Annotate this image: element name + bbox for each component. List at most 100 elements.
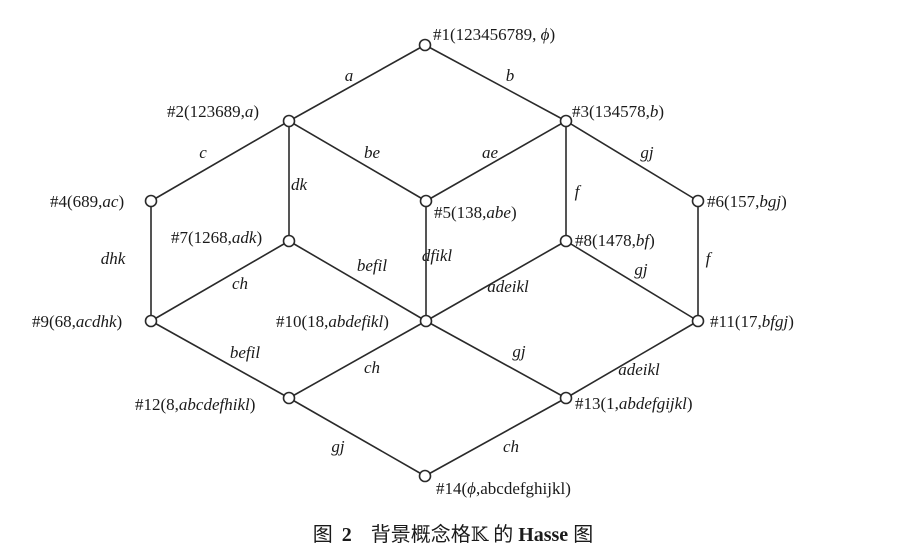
node-label-9-ital: acdhk	[76, 312, 117, 331]
node-label-1: #1(123456789, ϕ)	[433, 25, 555, 44]
node-label-3-lead: (134578,	[589, 102, 650, 121]
node-5	[419, 194, 433, 208]
node-11	[691, 314, 705, 328]
node-label-12: #12(8,abcdefhikl)	[135, 395, 255, 414]
node-label-5-tail: )	[511, 203, 517, 222]
node-label-3: #3(134578,b)	[572, 102, 664, 121]
node-8	[559, 234, 573, 248]
node-label-12-ital: abcdefhikl	[179, 395, 250, 414]
node-label-2-lead: (123689,	[184, 102, 245, 121]
edge-label-7-9: ch	[232, 274, 248, 293]
node-labels-layer: #1(123456789, ϕ) #2(123689,a) #3(134578,b)…	[32, 25, 794, 498]
node-10	[419, 314, 433, 328]
edge-10-13	[425, 320, 567, 399]
edge-label-2-4: c	[199, 143, 207, 162]
edge-label-8-11: gj	[634, 260, 648, 279]
node-label-5-ital: abe	[486, 203, 511, 222]
node-label-10-tail: )	[383, 312, 389, 331]
node-2	[282, 114, 296, 128]
node-label-2: #2(123689,a)	[167, 102, 259, 121]
node-label-8-ital: bf	[636, 231, 652, 250]
edge-label-12-14: gj	[331, 437, 345, 456]
node-label-9-num: #9	[32, 312, 49, 331]
node-label-2-tail: )	[253, 102, 259, 121]
caption-prefix: 图	[312, 524, 333, 546]
node-label-12-tail: )	[250, 395, 256, 414]
node-label-10-lead: (18,	[302, 312, 329, 331]
node-label-5-lead: (138,	[451, 203, 486, 222]
edge-label-11-13: adeikl	[618, 360, 660, 379]
node-label-12-lead: (8,	[161, 395, 179, 414]
node-label-7-ital: adk	[232, 228, 257, 247]
node-label-1-num: #1	[433, 25, 450, 44]
node-label-14-tail: ,abcdefghijkl)	[476, 479, 571, 498]
node-14	[418, 469, 432, 483]
edge-7-9	[150, 240, 290, 322]
edge-9-12	[150, 320, 290, 399]
caption-number: 2	[341, 524, 352, 546]
node-label-14-lead: (	[462, 479, 468, 498]
node-label-13-lead: (1,	[601, 394, 619, 413]
edge-1-2	[288, 44, 426, 122]
caption-name: Hasse	[518, 524, 569, 546]
edge-label-13-14: ch	[503, 437, 519, 456]
node-label-8: #8(1478,bf)	[575, 231, 655, 250]
edge-label-3-8: f	[575, 182, 582, 201]
node-label-3-tail: )	[658, 102, 664, 121]
node-4	[144, 194, 158, 208]
node-label-5: #5(138,abe)	[434, 203, 517, 222]
edge-12-14	[288, 397, 426, 477]
edge-label-9-12: befil	[230, 343, 260, 362]
node-label-1-tail: )	[549, 25, 555, 44]
node-label-11-num: #11	[710, 312, 735, 331]
edge-3-6	[565, 120, 699, 202]
node-label-13: #13(1,abdefgijkl)	[575, 394, 693, 413]
node-label-10: #10(18,abdefikl)	[276, 312, 389, 331]
node-label-2-ital: a	[245, 102, 254, 121]
node-label-7-lead: (1268,	[188, 228, 232, 247]
node-label-4: #4(689,ac)	[50, 192, 124, 211]
node-label-6: #6(157,bgj)	[707, 192, 787, 211]
edge-7-10	[288, 240, 427, 322]
edge-label-1-2: a	[345, 66, 354, 85]
caption-particle: 的	[493, 524, 514, 546]
node-label-13-tail: )	[687, 394, 693, 413]
node-label-7-num: #7	[171, 228, 189, 247]
edge-label-3-5: ae	[482, 143, 499, 162]
node-label-4-lead: (689,	[67, 192, 102, 211]
caption-text: 背景概念格	[370, 524, 471, 546]
node-label-3-num: #3	[572, 102, 589, 121]
node-label-11-ital: bfgj	[762, 312, 789, 331]
node-label-5-num: #5	[434, 203, 451, 222]
nodes-layer	[144, 38, 705, 483]
node-label-3-ital: b	[650, 102, 659, 121]
node-9	[144, 314, 158, 328]
node-label-11: #11(17,bfgj)	[710, 312, 794, 331]
node-label-6-tail: )	[781, 192, 787, 211]
edge-13-14	[424, 397, 567, 477]
edge-label-5-10: dfikl	[422, 246, 452, 265]
edge-label-8-10: adeikl	[487, 277, 529, 296]
edge-8-10	[425, 240, 567, 322]
node-label-8-tail: )	[649, 231, 655, 250]
edge-1-3	[424, 44, 567, 122]
edge-11-13	[565, 320, 699, 399]
edge-2-4	[150, 120, 290, 202]
node-label-4-tail: )	[118, 192, 124, 211]
node-13	[559, 391, 573, 405]
edge-8-11	[565, 240, 699, 322]
node-label-4-num: #4	[50, 192, 68, 211]
node-label-6-num: #6	[707, 192, 724, 211]
node-label-1-lead: (123456789,	[450, 25, 541, 44]
edge-label-3-6: gj	[640, 143, 654, 162]
node-7	[282, 234, 296, 248]
node-label-10-num: #10	[276, 312, 302, 331]
edge-label-10-13: gj	[512, 342, 526, 361]
node-label-9-tail: )	[117, 312, 123, 331]
edge-label-4-9: dhk	[101, 249, 126, 268]
caption-suffix: 图	[573, 524, 594, 546]
edge-label-10-12: ch	[364, 358, 380, 377]
node-label-7-tail: )	[256, 228, 262, 247]
